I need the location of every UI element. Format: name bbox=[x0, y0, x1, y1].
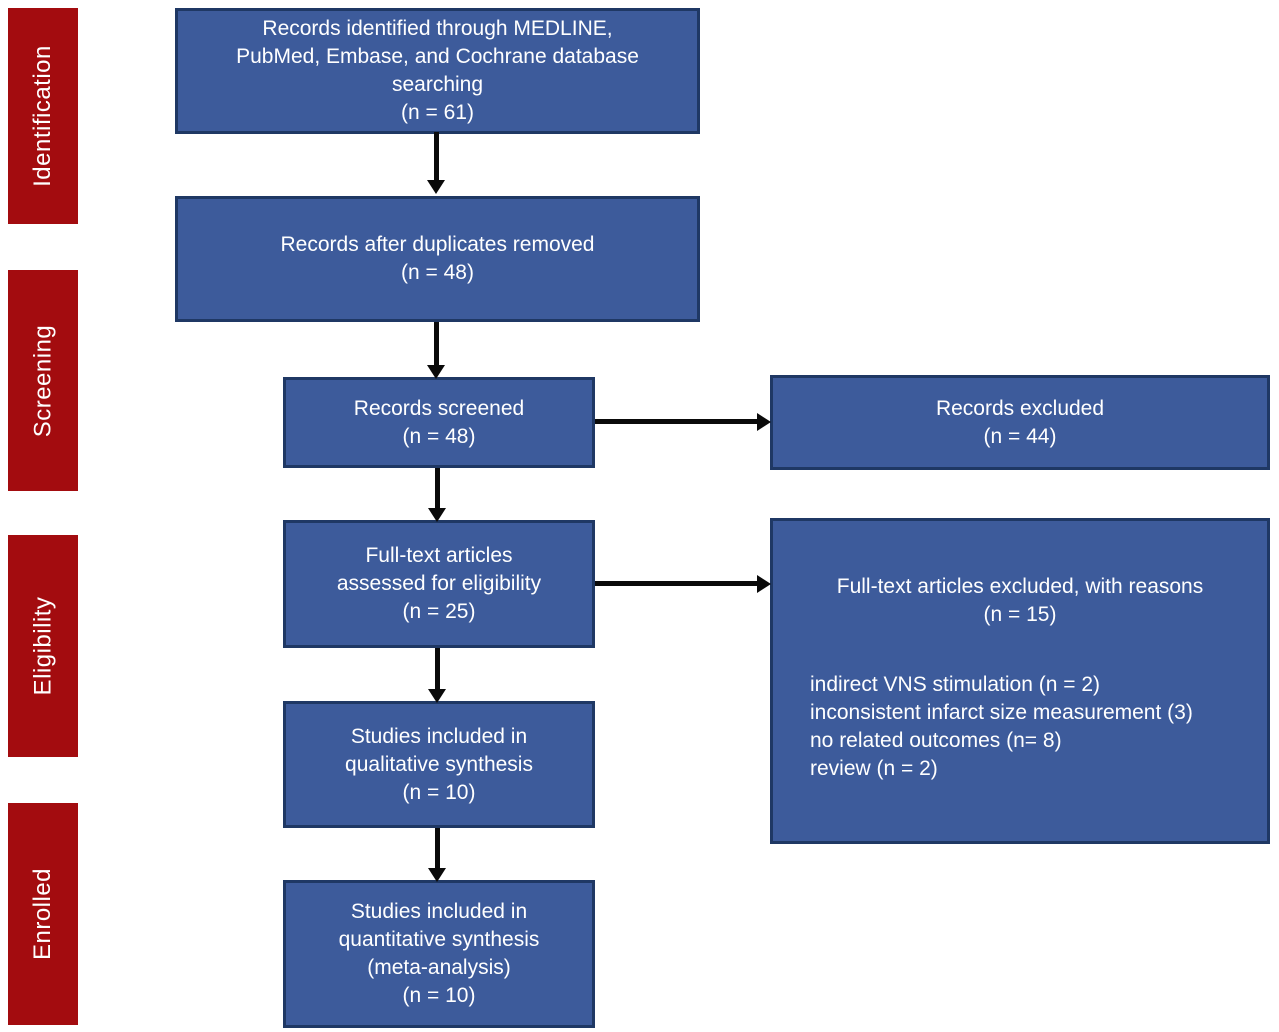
arrowhead-down-icon bbox=[427, 180, 445, 194]
stage-identification-label: Identification bbox=[29, 45, 57, 187]
arrowhead-right-icon bbox=[757, 575, 771, 593]
box-fulltext-assessed: Full-text articles assessed for eligibil… bbox=[283, 520, 595, 648]
box-quantitative-synthesis: Studies included in quantitative synthes… bbox=[283, 880, 595, 1028]
stage-eligibility-label: Eligibility bbox=[29, 596, 56, 696]
arrow-identified-to-duplicates bbox=[434, 132, 439, 180]
box-records-identified-line: PubMed, Embase, and Cochrane database bbox=[236, 45, 639, 68]
exclusion-reason: no related outcomes (n= 8) bbox=[810, 729, 1062, 752]
arrow-screened-to-fulltext bbox=[435, 468, 440, 508]
box-qualitative-synthesis-count: (n = 10) bbox=[402, 780, 476, 804]
arrowhead-down-icon bbox=[428, 508, 446, 522]
box-duplicates-removed-line: Records after duplicates removed bbox=[280, 233, 595, 256]
box-fulltext-assessed-line: assessed for eligibility bbox=[336, 572, 542, 595]
arrowhead-right-icon bbox=[757, 413, 771, 431]
box-qualitative-synthesis-line: Studies included in bbox=[350, 724, 528, 748]
box-records-screened-line: Records screened bbox=[353, 396, 525, 420]
box-qualitative-synthesis-line: qualitative synthesis bbox=[345, 752, 533, 776]
box-fulltext-assessed-line: Full-text articles bbox=[365, 544, 513, 567]
box-records-identified-count: (n = 61) bbox=[401, 101, 474, 124]
arrow-qualitative-to-quantitative bbox=[435, 828, 440, 868]
arrowhead-down-icon bbox=[428, 689, 446, 703]
arrow-screened-to-excluded bbox=[595, 419, 757, 424]
stage-screening-label: Screening bbox=[29, 324, 57, 437]
box-records-screened-count: (n = 48) bbox=[402, 424, 476, 448]
box-fulltext-assessed-count: (n = 25) bbox=[402, 600, 476, 623]
box-records-excluded: Records excluded (n = 44) bbox=[770, 375, 1270, 470]
box-quantitative-synthesis-line: (meta-analysis) bbox=[367, 956, 511, 979]
arrowhead-down-icon bbox=[428, 868, 446, 882]
exclusion-reason: inconsistent infarct size measurement (3… bbox=[810, 701, 1193, 724]
box-quantitative-synthesis-line: Studies included in bbox=[350, 900, 528, 923]
exclusion-reason: indirect VNS stimulation (n = 2) bbox=[810, 673, 1101, 696]
stage-enrolled-label: Enrolled bbox=[29, 867, 56, 961]
stage-eligibility: Eligibility bbox=[8, 535, 78, 757]
box-records-identified: Records identified through MEDLINE, PubM… bbox=[175, 8, 700, 134]
box-duplicates-removed-count: (n = 48) bbox=[401, 261, 474, 284]
stage-enrolled: Enrolled bbox=[8, 803, 78, 1025]
box-records-identified-line: searching bbox=[391, 73, 484, 96]
box-quantitative-synthesis-line: quantitative synthesis bbox=[338, 928, 540, 951]
box-records-screened: Records screened (n = 48) bbox=[283, 377, 595, 468]
exclusion-reason: review (n = 2) bbox=[810, 757, 938, 780]
box-qualitative-synthesis: Studies included in qualitative synthesi… bbox=[283, 701, 595, 828]
box-fulltext-excluded-count: (n = 15) bbox=[983, 603, 1057, 626]
box-fulltext-excluded-title: Full-text articles excluded, with reason… bbox=[836, 575, 1204, 598]
stage-screening: Screening bbox=[8, 270, 78, 491]
box-records-excluded-count: (n = 44) bbox=[983, 424, 1057, 448]
box-fulltext-excluded: Full-text articles excluded, with reason… bbox=[770, 518, 1270, 844]
box-quantitative-synthesis-count: (n = 10) bbox=[402, 984, 476, 1007]
arrow-duplicates-to-screened bbox=[434, 322, 439, 365]
arrow-fulltext-to-qualitative bbox=[435, 648, 440, 689]
stage-identification: Identification bbox=[8, 8, 78, 224]
box-records-identified-line: Records identified through MEDLINE, bbox=[262, 17, 613, 40]
arrowhead-down-icon bbox=[427, 365, 445, 379]
box-duplicates-removed: Records after duplicates removed (n = 48… bbox=[175, 196, 700, 322]
box-records-excluded-line: Records excluded bbox=[935, 396, 1105, 420]
box-fulltext-excluded-reasons: indirect VNS stimulation (n = 2) inconsi… bbox=[773, 671, 1267, 783]
arrow-fulltext-to-excluded bbox=[595, 581, 757, 586]
